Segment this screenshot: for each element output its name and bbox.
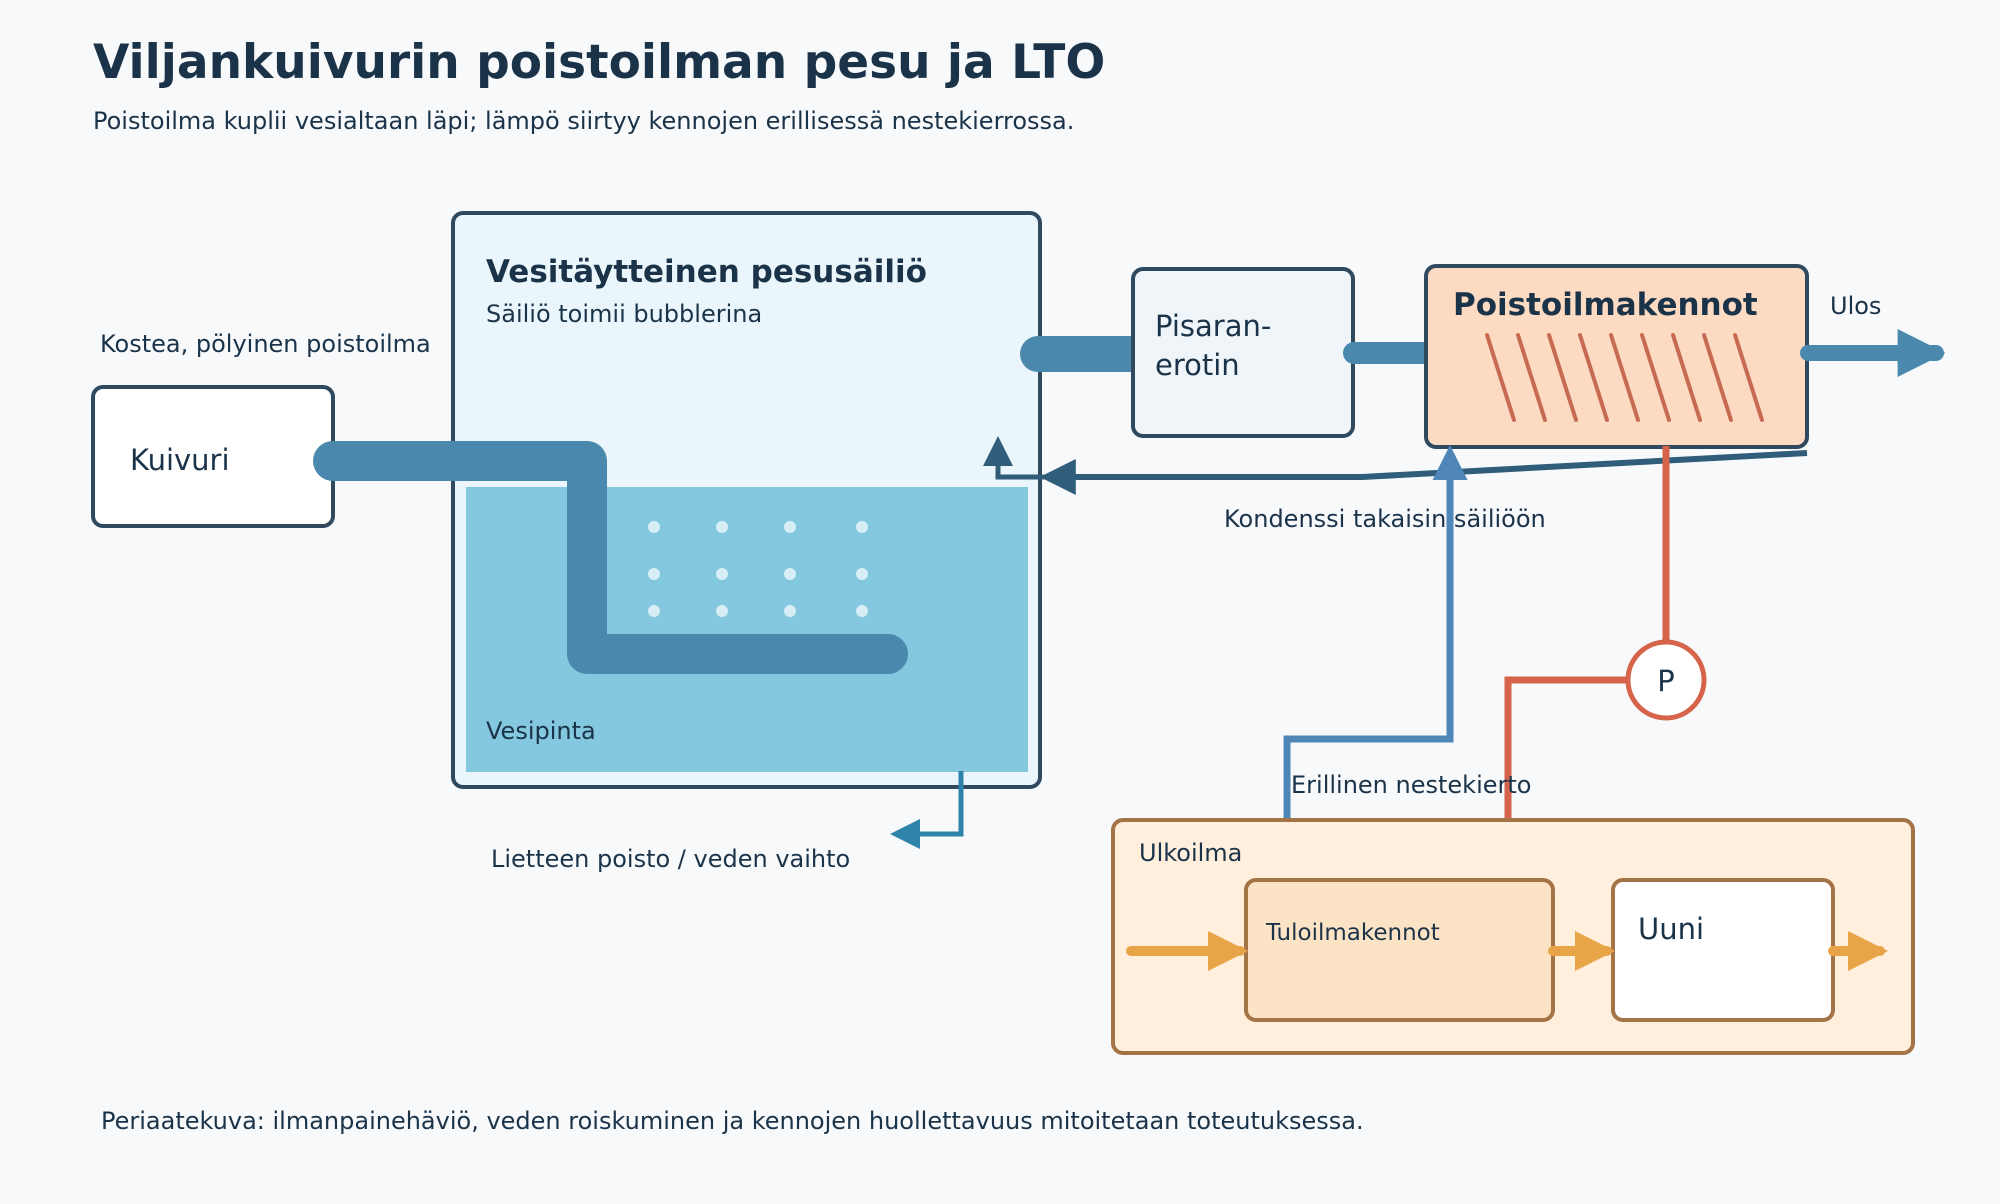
coil-fin — [1516, 333, 1547, 422]
bubble — [648, 605, 660, 617]
bubble — [716, 521, 728, 533]
coil-fin — [1609, 333, 1640, 422]
exhaust-coils-label: Poistoilmakennot — [1453, 287, 1758, 323]
bubble — [784, 568, 796, 580]
bubble — [716, 605, 728, 617]
coil-fin — [1733, 333, 1764, 422]
outdoor-label: Ulkoilma — [1139, 839, 1242, 867]
bubble — [648, 568, 660, 580]
bubble — [784, 521, 796, 533]
bubble — [716, 568, 728, 580]
condensate-return-line — [1039, 450, 1808, 495]
cold-loop-line — [1283, 445, 1468, 883]
tank-title: Vesitäytteinen pesusäiliö — [486, 254, 927, 290]
water-surface-label: Vesipinta — [486, 717, 596, 745]
inlet-duct — [313, 441, 908, 674]
hot-loop-line — [1490, 676, 1627, 887]
coil-fin — [1578, 333, 1609, 422]
dryer-label: Kuivuri — [130, 443, 230, 477]
condensate-drop-line — [983, 436, 1050, 480]
bubble — [856, 568, 868, 580]
coil-fin — [1702, 333, 1733, 422]
separator-label-line1: Pisaran- — [1155, 309, 1271, 343]
loop-label: Erillinen nestekierto — [1291, 771, 1531, 799]
pump-label: P — [1657, 664, 1675, 698]
page-title: Viljankuivurin poistoilman pesu ja LTO — [93, 35, 1105, 90]
coil-fin — [1547, 333, 1578, 422]
drain-pipe — [890, 771, 964, 849]
coil-fin — [1640, 333, 1671, 422]
drain-label: Lietteen poisto / veden vaihto — [491, 845, 850, 873]
inflow-label: Kostea, pölyinen poistoilma — [100, 330, 431, 358]
pump — [1625, 639, 1707, 721]
coil-fin — [1671, 333, 1702, 422]
separator-label-line2: erotin — [1155, 348, 1240, 382]
water-body — [466, 487, 1028, 772]
bubble — [856, 521, 868, 533]
tank-outlet-cap — [1020, 336, 1056, 372]
bubble — [856, 605, 868, 617]
footer-note: Periaatekuva: ilmanpainehäviö, veden roi… — [101, 1107, 1364, 1135]
condensate-label: Kondenssi takaisin säiliöön — [1224, 505, 1546, 533]
bubble — [648, 521, 660, 533]
coil-fins — [1485, 333, 1764, 422]
out-label: Ulos — [1830, 292, 1881, 320]
furnace-label: Uuni — [1638, 912, 1704, 946]
coil-fin — [1485, 333, 1516, 422]
furnace-box — [1611, 878, 1835, 1022]
bubbles — [648, 521, 868, 617]
page-subtitle: Poistoilma kuplii vesialtaan läpi; lämpö… — [93, 107, 1074, 135]
bubble — [784, 605, 796, 617]
tank-subtitle: Säiliö toimii bubblerina — [486, 300, 762, 328]
supply-coils-label: Tuloilmakennot — [1265, 920, 1440, 946]
supply-coils — [1244, 878, 1555, 1022]
